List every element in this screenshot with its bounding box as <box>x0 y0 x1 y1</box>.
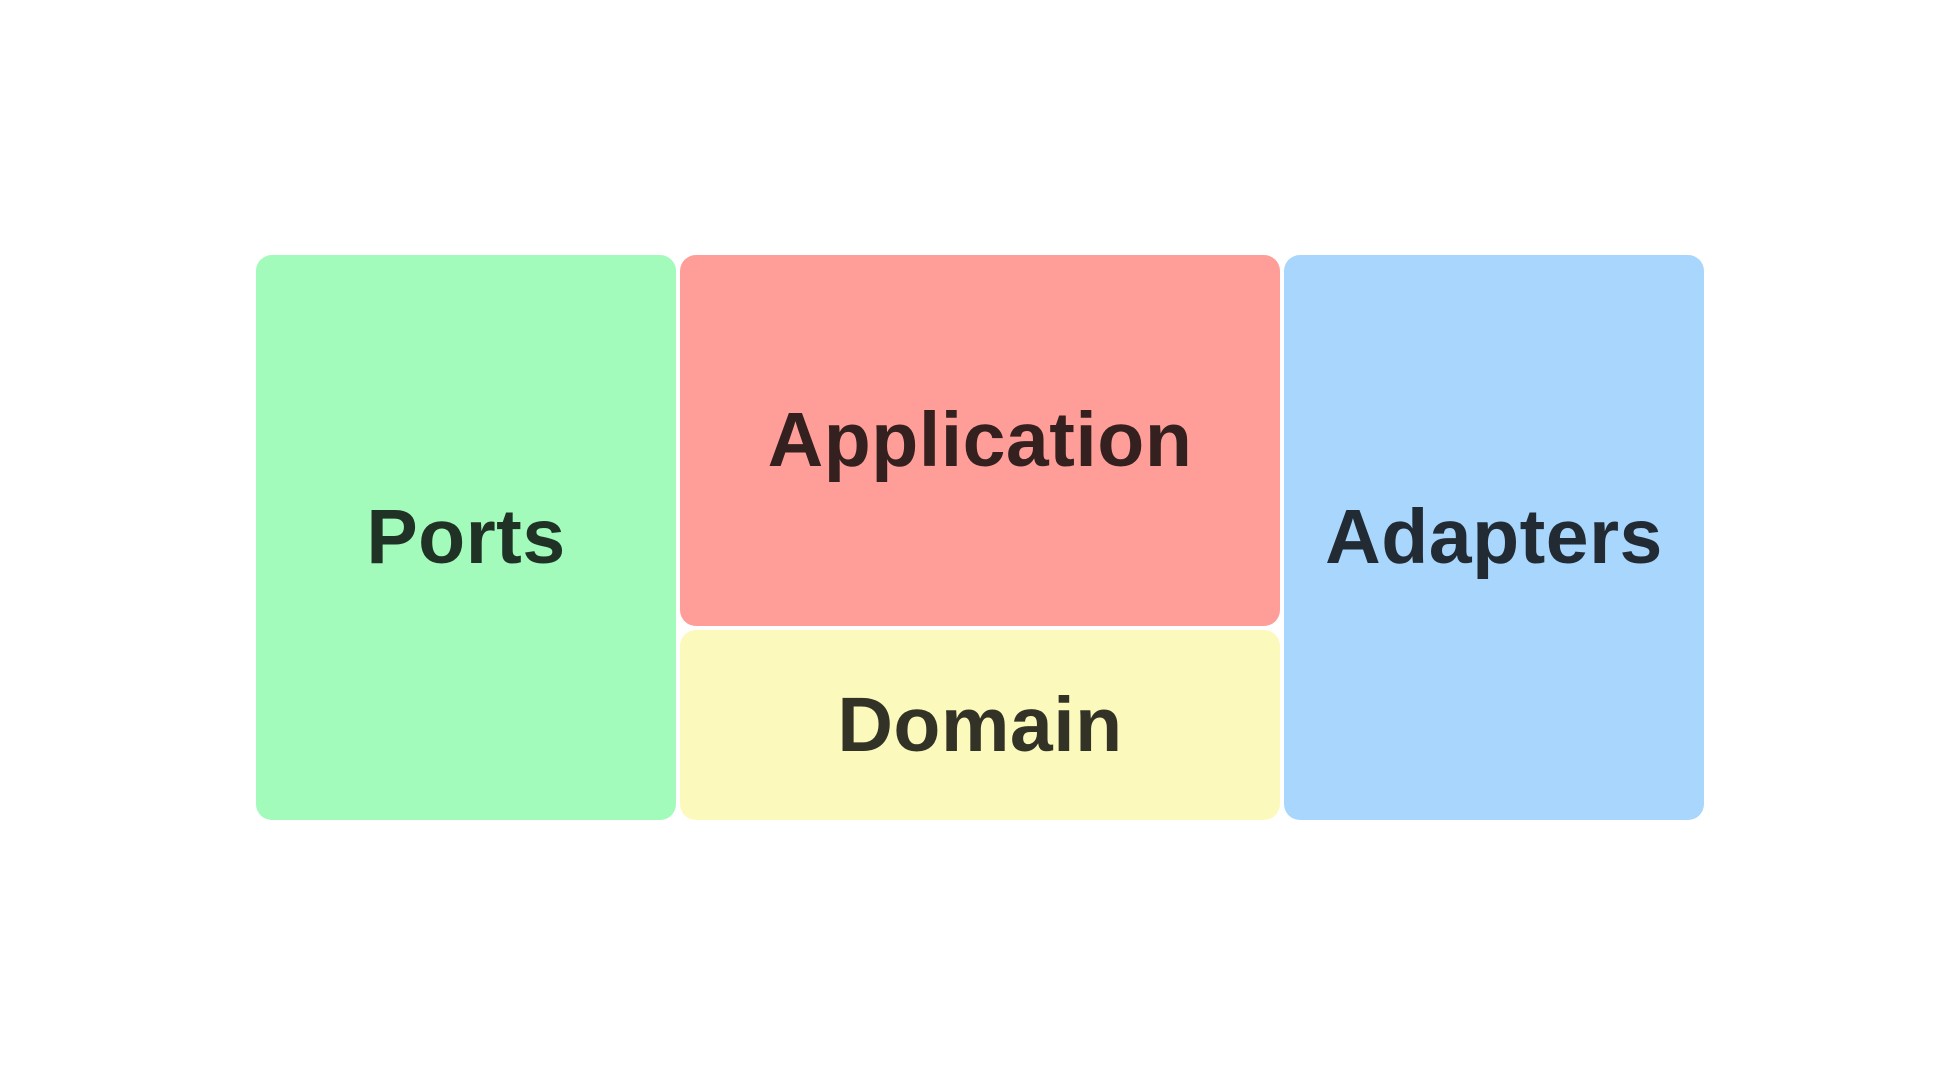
application-box: Application <box>680 255 1280 626</box>
ports-box: Ports <box>256 255 676 820</box>
application-domain-column: Application Domain <box>680 255 1280 820</box>
domain-label: Domain <box>837 681 1123 768</box>
application-label: Application <box>767 397 1193 483</box>
hexagonal-architecture-diagram: Ports Application Domain Adapters <box>256 255 1704 820</box>
adapters-label: Adapters <box>1325 494 1663 580</box>
domain-box: Domain <box>680 630 1280 820</box>
adapters-box: Adapters <box>1284 255 1704 820</box>
ports-label: Ports <box>366 494 566 580</box>
